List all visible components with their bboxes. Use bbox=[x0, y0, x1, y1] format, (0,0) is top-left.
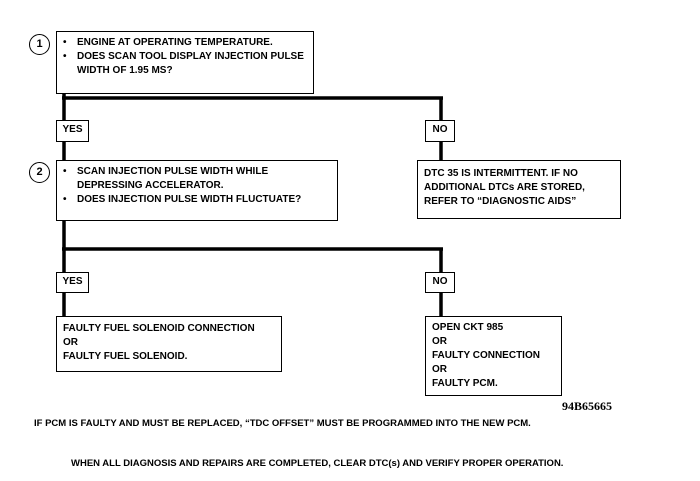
yes-result-line-1: FAULTY FUEL SOLENOID CONNECTION bbox=[63, 323, 255, 334]
step2-bullet-1: •SCAN INJECTION PULSE WIDTH WHILE DEPRES… bbox=[63, 166, 269, 191]
note-clear-dtc: WHEN ALL DIAGNOSIS AND REPAIRS ARE COMPL… bbox=[71, 458, 564, 469]
step1-no-result-box: DTC 35 IS INTERMITTENT. IF NO ADDITIONAL… bbox=[417, 160, 621, 219]
no-result-line-1: OPEN CKT 985 bbox=[432, 322, 504, 333]
step2-no-result-box: OPEN CKT 985 OR FAULTY CONNECTION OR FAU… bbox=[425, 316, 562, 396]
no-result-line-3: FAULTY CONNECTION bbox=[432, 350, 540, 361]
step2-bullet-2: •DOES INJECTION PULSE WIDTH FLUCTUATE? bbox=[63, 194, 302, 205]
step2-box: •SCAN INJECTION PULSE WIDTH WHILE DEPRES… bbox=[56, 160, 338, 221]
note-pcm-replacement: IF PCM IS FAULTY AND MUST BE REPLACED, “… bbox=[34, 418, 531, 429]
yes-result-line-2: OR bbox=[63, 337, 78, 348]
step1-bullet-1: •ENGINE AT OPERATING TEMPERATURE. bbox=[63, 37, 273, 48]
figure-id: 94B65665 bbox=[562, 399, 613, 413]
step1-number: 1 bbox=[29, 34, 50, 55]
step2-no-label: NO bbox=[425, 272, 455, 293]
step2-yes-result-box: FAULTY FUEL SOLENOID CONNECTION OR FAULT… bbox=[56, 316, 282, 372]
step2-number: 2 bbox=[29, 162, 50, 183]
step1-no-result-text: DTC 35 IS INTERMITTENT. IF NO ADDITIONAL… bbox=[424, 168, 585, 207]
step1-yes-label: YES bbox=[56, 120, 89, 142]
step2-yes-label: YES bbox=[56, 272, 89, 293]
step1-bullet-2: •DOES SCAN TOOL DISPLAY INJECTION PULSE … bbox=[63, 51, 304, 76]
step1-no-label: NO bbox=[425, 120, 455, 142]
no-result-line-4: OR bbox=[432, 364, 447, 375]
no-result-line-2: OR bbox=[432, 336, 447, 347]
no-result-line-5: FAULTY PCM. bbox=[432, 378, 498, 389]
step1-box: •ENGINE AT OPERATING TEMPERATURE. •DOES … bbox=[56, 31, 314, 94]
yes-result-line-3: FAULTY FUEL SOLENOID. bbox=[63, 351, 188, 362]
